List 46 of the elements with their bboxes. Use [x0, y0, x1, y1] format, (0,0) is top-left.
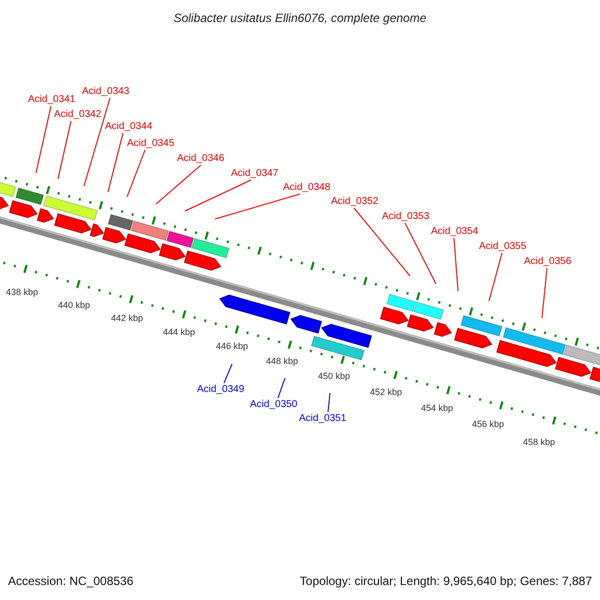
gene-label: Acid_0342 [54, 109, 102, 120]
scale-label: 442 kbp [111, 313, 144, 324]
gene-label: Acid_0354 [431, 226, 478, 237]
gene-label: Acid_0347 [231, 168, 278, 179]
leader-line [108, 132, 124, 192]
leader-line [58, 120, 72, 180]
gene-label: Acid_0356 [524, 256, 572, 267]
leader-line [354, 208, 410, 276]
gene-label: Acid_0355 [479, 241, 526, 252]
leader-line [404, 222, 436, 284]
gene-label: Acid_0345 [127, 138, 174, 149]
gene-label: Acid_0346 [177, 153, 224, 164]
scale-label: 450 kbp [318, 371, 350, 382]
gene-label: Acid_0353 [382, 211, 430, 222]
footer-text: Accession: NC_008536 [8, 574, 134, 588]
scale-label: 438 kbp [6, 287, 38, 298]
leader-line [36, 106, 52, 174]
gene-label: Acid_0343 [82, 86, 130, 97]
scale-label: 454 kbp [421, 403, 454, 414]
gene-label: Acid_0351 [299, 413, 346, 424]
scale-label: 448 kbp [266, 356, 298, 367]
leader-line [488, 252, 502, 302]
leader-line [84, 98, 110, 186]
leader-line [454, 238, 458, 292]
leader-line [126, 150, 146, 198]
gene-label: Acid_0349 [197, 384, 244, 395]
gene-label: Acid_0352 [331, 196, 378, 207]
title: Solibacter usitatus Ellin6076, complete genome [174, 10, 426, 27]
scale-label: 452 kbp [370, 387, 402, 398]
gene-label: Acid_0350 [250, 399, 298, 410]
leader-line [328, 392, 330, 412]
gene-label: Acid_0348 [283, 182, 330, 193]
footer-text: Topology: circular; Length: 9,965,640 bp; Genes: 7,887 [300, 574, 592, 588]
gene-label: Acid_0341 [28, 94, 76, 105]
leader-line [542, 268, 548, 318]
leader-line [184, 180, 252, 212]
leader-line [278, 378, 286, 398]
leader-line [224, 364, 232, 384]
scale-label: 458 kbp [523, 437, 556, 448]
leader-line [156, 164, 202, 204]
scale-label: 446 kbp [216, 341, 248, 352]
leader-line [214, 194, 300, 220]
gene-label: Acid_0344 [105, 121, 152, 132]
scale-label: 444 kbp [163, 327, 196, 338]
scale-label: 440 kbp [58, 300, 90, 311]
scale-label: 456 kbp [472, 419, 504, 430]
